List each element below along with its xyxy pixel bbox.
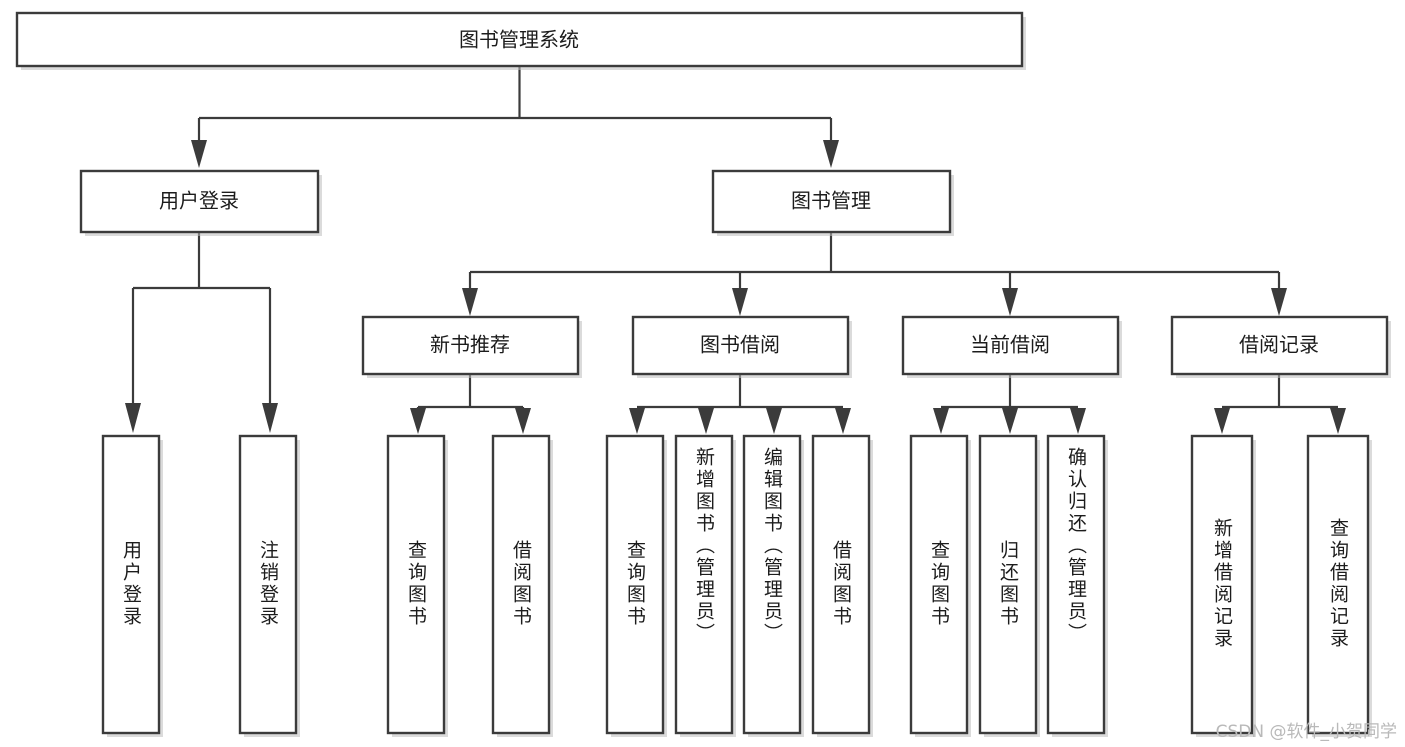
leaf-query-book-1-label: 查询图书 [405,540,427,628]
node-borrow-record-label: 借阅记录 [1239,333,1319,357]
leaf-query-book-1-box [386,434,446,735]
connector-layer [125,66,1346,434]
leaf-borrow-book-2-box [811,434,871,735]
leaf-borrow-book-2[interactable]: 借阅图书 [811,434,873,737]
arrowhead-borrow-record [1271,288,1287,316]
leaf-edit-book-box [742,434,802,735]
node-user-login[interactable]: 用户登录 [79,169,322,236]
leaf-user-login-box [101,434,161,735]
node-book-management[interactable]: 图书管理 [711,169,954,236]
leaf-user-login-label: 用户登录 [120,540,142,628]
arrowhead-leaf-query-book-3 [933,408,949,434]
leaf-logout-box [238,434,298,735]
leaf-logout-label: 注销登录 [257,540,279,628]
leaf-add-record-label: 新增借阅记录 [1211,518,1233,650]
leaf-add-record-box [1190,434,1254,735]
node-current-borrow-label: 当前借阅 [970,333,1050,357]
arrowhead-leaf-return-book [1002,408,1018,434]
arrowhead-leaf-user-login [125,403,141,433]
leaf-user-login[interactable]: 用户登录 [101,434,163,737]
arrowhead-new-book-recommend [462,288,478,316]
node-user-login-label: 用户登录 [159,189,239,213]
node-book-management-label: 图书管理 [791,189,871,213]
arrowhead-leaf-logout [262,403,278,433]
leaf-add-book-label: 新增图书（管理员） [693,447,715,645]
arrowhead-leaf-add-book [698,408,714,434]
leaf-query-book-2-box [605,434,665,735]
node-new-book-recommend-box [361,315,580,376]
leaf-add-book-box [674,434,734,735]
leaf-borrow-book-1[interactable]: 借阅图书 [491,434,553,737]
node-current-borrow-box [901,315,1120,376]
arrowhead-user-login [191,140,207,168]
leaf-query-book-2-label: 查询图书 [624,540,646,628]
arrowhead-leaf-add-record [1214,408,1230,434]
node-borrow-record-box [1170,315,1389,376]
node-root-label: 图书管理系统 [459,28,579,52]
leaf-query-record[interactable]: 查询借阅记录 [1306,434,1372,737]
arrowhead-leaf-query-book-2 [629,408,645,434]
node-root-box [15,11,1024,68]
node-borrow-record[interactable]: 借阅记录 [1170,315,1391,378]
arrowhead-leaf-query-book-1 [410,408,426,434]
leaf-confirm-return-box [1046,434,1106,735]
arrowhead-book-borrow [732,288,748,316]
leaf-confirm-return[interactable]: 确认归还（管理员） [1046,434,1108,737]
leaf-return-book-label: 归还图书 [997,540,1019,628]
leaf-return-book[interactable]: 归还图书 [978,434,1040,737]
leaf-query-record-label: 查询借阅记录 [1327,518,1349,650]
leaf-query-book-3-box [909,434,969,735]
arrowhead-leaf-borrow-book-1 [515,408,531,434]
node-current-borrow[interactable]: 当前借阅 [901,315,1122,378]
leaf-query-record-box [1306,434,1370,735]
arrowhead-leaf-edit-book [766,408,782,434]
arrowhead-current-borrow [1002,288,1018,316]
node-new-book-recommend[interactable]: 新书推荐 [361,315,582,378]
arrowhead-book-management [823,140,839,168]
leaf-query-book-3[interactable]: 查询图书 [909,434,971,737]
leaf-query-book-1[interactable]: 查询图书 [386,434,448,737]
node-book-management-box [711,169,952,234]
node-new-book-recommend-label: 新书推荐 [430,333,510,357]
leaf-confirm-return-label: 确认归还（管理员） [1065,447,1087,645]
leaf-edit-book[interactable]: 编辑图书（管理员） [742,434,804,737]
node-book-borrow-box [631,315,850,376]
leaf-query-book-2[interactable]: 查询图书 [605,434,667,737]
node-root[interactable]: 图书管理系统 [15,11,1026,70]
leaf-logout[interactable]: 注销登录 [238,434,300,737]
leaf-return-book-box [978,434,1038,735]
arrowhead-leaf-borrow-book-2 [835,408,851,434]
arrowhead-leaf-query-record [1330,408,1346,434]
leaf-borrow-book-1-label: 借阅图书 [510,540,532,628]
arrowhead-leaf-confirm-return [1070,408,1086,434]
node-book-borrow-label: 图书借阅 [700,333,780,357]
leaf-query-book-3-label: 查询图书 [928,540,950,628]
leaf-edit-book-label: 编辑图书（管理员） [761,447,783,645]
node-user-login-box [79,169,320,234]
leaf-add-book[interactable]: 新增图书（管理员） [674,434,736,737]
leaf-borrow-book-2-label: 借阅图书 [830,540,852,628]
leaf-add-record[interactable]: 新增借阅记录 [1190,434,1256,737]
node-book-borrow[interactable]: 图书借阅 [631,315,852,378]
leaf-borrow-book-1-box [491,434,551,735]
